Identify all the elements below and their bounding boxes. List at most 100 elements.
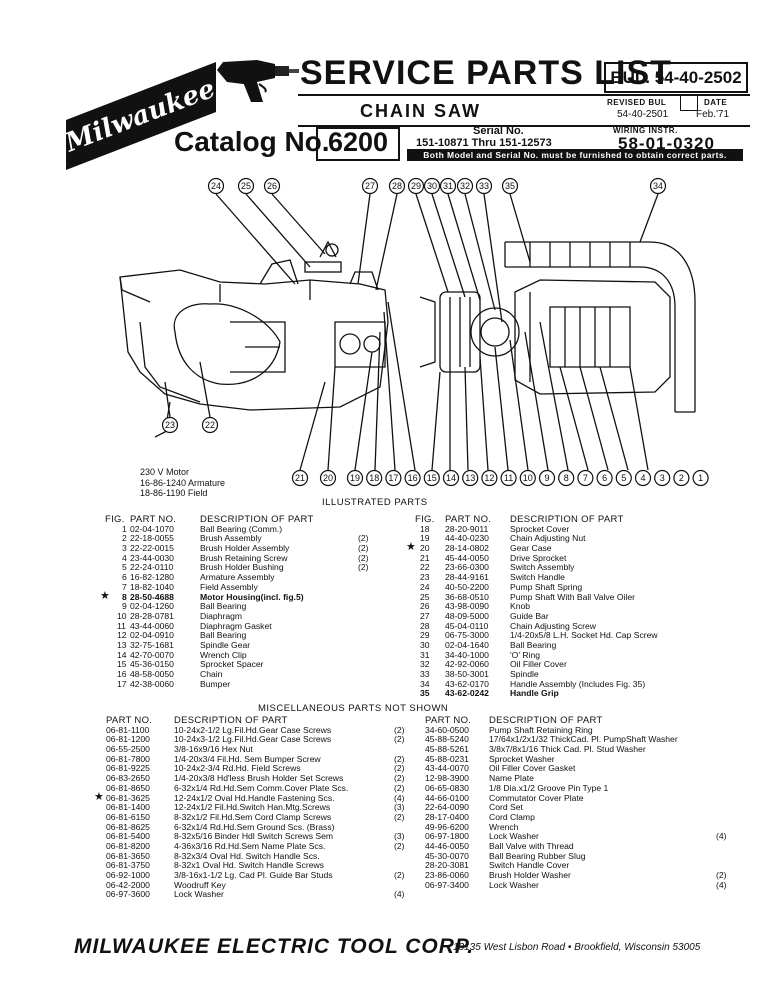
- part-description: 1/4-20x5/8 L.H. Socket Hd. Cap Screw: [510, 630, 658, 641]
- svg-text:1: 1: [698, 473, 703, 483]
- part-description: Woodruff Key: [174, 879, 226, 890]
- part-number: 28-28-0781: [130, 610, 174, 621]
- callout-16: 16: [404, 469, 421, 487]
- part-number: 12-98-3900: [425, 773, 469, 784]
- part-description: Cord Set: [489, 802, 523, 813]
- callout-23: 23: [161, 416, 179, 434]
- fig-number: 13: [117, 639, 127, 650]
- part-number: 45-88-5240: [425, 734, 469, 745]
- callout-12: 12: [481, 469, 498, 487]
- fig-number: 12: [117, 630, 127, 641]
- part-number: 02-04-1640: [445, 639, 489, 650]
- part-number: 02-04-1260: [130, 601, 174, 612]
- svg-text:27: 27: [365, 181, 375, 191]
- part-number: 49-96-6200: [425, 821, 469, 832]
- part-description: Pump Shaft Retaining Ring: [489, 724, 593, 735]
- callout-29: 29: [407, 177, 425, 195]
- part-number: 43-62-0242: [445, 688, 489, 699]
- svg-text:2: 2: [679, 473, 684, 483]
- part-description: Guide Bar: [510, 610, 549, 621]
- part-number: 06-75-3000: [445, 630, 489, 641]
- part-description: Ball Bearing Rubber Slug: [489, 850, 586, 861]
- callout-21: 21: [291, 469, 309, 487]
- svg-text:21: 21: [295, 473, 305, 483]
- table-header: PART NO. DESCRIPTION OF PART: [106, 715, 288, 726]
- fig-number: 28: [420, 620, 430, 631]
- date-box: [680, 96, 698, 111]
- part-description: 1/4-20x3/4 Fil.Hd. Sem Bumper Screw: [174, 753, 321, 764]
- callout-6: 6: [596, 469, 613, 487]
- svg-text:26: 26: [267, 181, 277, 191]
- quantity: (2): [716, 870, 727, 880]
- part-description: Spindle Gear: [200, 639, 251, 650]
- part-number: 43-44-0070: [425, 763, 469, 774]
- callout-35: 35: [501, 177, 519, 195]
- part-description: Drive Sprocket: [510, 552, 567, 563]
- callout-17: 17: [385, 469, 402, 487]
- catalog-box: [316, 127, 400, 161]
- wiring-label: WIRING INSTR.: [613, 126, 678, 135]
- part-number: 06-81-6150: [106, 811, 150, 822]
- fig-number: 7: [122, 581, 127, 592]
- part-number: 42-70-0070: [130, 649, 174, 660]
- callout-5: 5: [615, 469, 632, 487]
- svg-text:10: 10: [523, 473, 533, 483]
- fig-number: 31: [420, 649, 430, 660]
- callout-31: 31: [439, 177, 457, 195]
- part-description: Field Assembly: [200, 581, 258, 592]
- svg-text:24: 24: [211, 181, 221, 191]
- fig-number: 9: [122, 601, 127, 612]
- part-description: 6-32x1/4 Rd.Hd.Sem Comm.Cover Plate Scs.: [174, 782, 349, 793]
- fig-number: 1: [122, 523, 127, 534]
- part-description: Wrench Clip: [200, 649, 247, 660]
- part-number: 23-66-0300: [445, 562, 489, 573]
- part-number: 45-88-0231: [425, 753, 469, 764]
- quantity: (2): [358, 552, 369, 563]
- part-description: 1/8 Dia.x1/2 Groove Pin Type 1: [489, 782, 609, 793]
- part-description: Knob: [510, 601, 531, 612]
- revised-value: 54-40-2501: [617, 109, 669, 120]
- revision-star-icon: ★: [100, 589, 110, 602]
- fig-number: 15: [117, 659, 127, 670]
- svg-text:14: 14: [446, 473, 456, 483]
- bulletin-number: BUL. 54-40-2502: [604, 62, 748, 93]
- part-number: 34-40-1000: [445, 649, 489, 660]
- part-description: 8-32x5/16 Binder Hdl Switch Screws Sem: [174, 831, 334, 842]
- callout-25: 25: [237, 177, 255, 195]
- quantity: (2): [394, 724, 405, 735]
- fig-number: 33: [420, 669, 430, 679]
- catalog-number: 6200: [327, 127, 389, 157]
- part-description: Chain Adjusting Screw: [510, 620, 596, 631]
- fig-number: 25: [420, 591, 430, 602]
- callout-20: 20: [319, 469, 337, 487]
- part-number: 44-40-0230: [445, 533, 489, 544]
- part-description: Oil Filler Cover: [510, 659, 567, 670]
- quantity: (2): [394, 811, 405, 822]
- fig-number: 29: [420, 630, 430, 641]
- fig-number: 23: [420, 572, 430, 583]
- svg-text:20: 20: [323, 473, 333, 483]
- part-description: Diaphragm: [200, 610, 243, 621]
- part-description: Lock Washer: [174, 889, 224, 900]
- fig-number: 21: [420, 552, 430, 563]
- part-description: 6-32x1/4 Rd.Hd.Sem Ground Scs. (Brass): [174, 821, 335, 832]
- revision-star-icon: ★: [94, 790, 104, 803]
- quantity: (2): [358, 533, 369, 544]
